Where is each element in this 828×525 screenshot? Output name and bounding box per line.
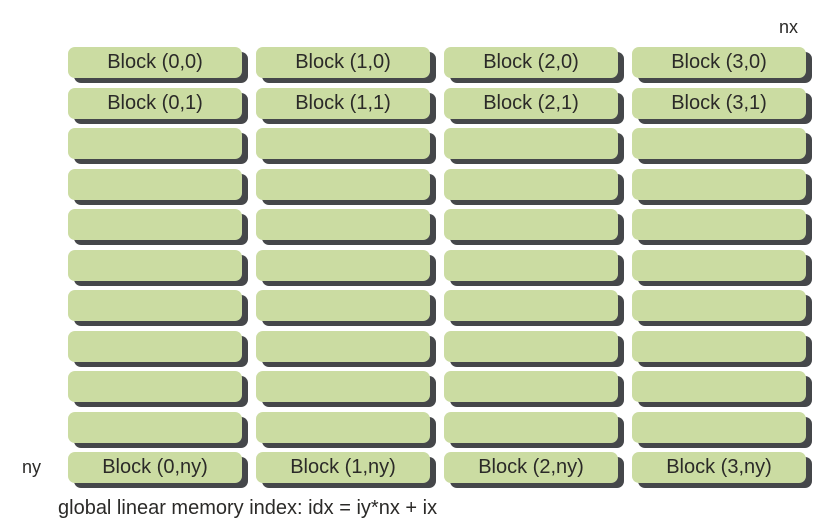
block [68, 249, 242, 281]
block [632, 411, 806, 443]
block [632, 290, 806, 321]
block [632, 330, 806, 362]
block [444, 330, 618, 362]
block: Block (1,1) [256, 87, 430, 119]
block [256, 168, 430, 200]
block [444, 371, 618, 402]
block [632, 209, 806, 240]
block [444, 209, 618, 240]
block [256, 411, 430, 443]
block [68, 330, 242, 362]
block [256, 290, 430, 321]
block [632, 128, 806, 159]
block [444, 290, 618, 321]
block [632, 371, 806, 402]
block [68, 168, 242, 200]
block: Block (1,0) [256, 47, 430, 78]
block: Block (1,ny) [256, 452, 430, 483]
block: Block (2,ny) [444, 452, 618, 483]
block [632, 249, 806, 281]
formula-caption: global linear memory index: idx = iy*nx … [58, 497, 438, 519]
block [256, 371, 430, 402]
block: Block (0,0) [68, 47, 242, 78]
block: Block (0,ny) [68, 452, 242, 483]
block: Block (3,1) [632, 87, 806, 119]
block [632, 168, 806, 200]
block [68, 290, 242, 321]
block: Block (3,ny) [632, 452, 806, 483]
block: Block (3,0) [632, 47, 806, 78]
block [444, 168, 618, 200]
block [68, 371, 242, 402]
block: Block (2,1) [444, 87, 618, 119]
block [256, 249, 430, 281]
block [444, 249, 618, 281]
block [444, 411, 618, 443]
nx-axis-label: nx [778, 17, 798, 37]
block [256, 128, 430, 159]
block [256, 209, 430, 240]
block [68, 411, 242, 443]
block [444, 128, 618, 159]
block-grid: Block (0,0) Block (1,0) Block (2,0) Block (… [68, 47, 806, 483]
block: Block (2,0) [444, 47, 618, 78]
block [256, 330, 430, 362]
block [68, 128, 242, 159]
block [68, 209, 242, 240]
block: Block (0,1) [68, 87, 242, 119]
ny-axis-label: ny [22, 457, 42, 477]
